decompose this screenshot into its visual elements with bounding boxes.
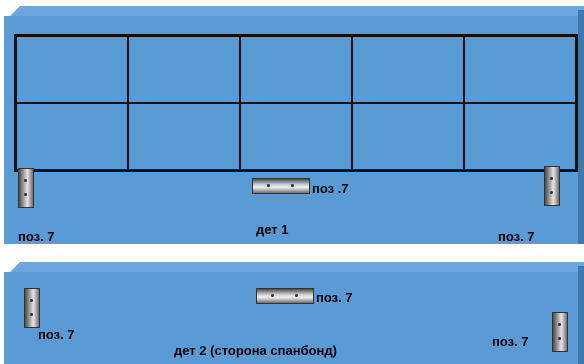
panel-1-grid: [14, 34, 578, 172]
grid-cell: [464, 36, 576, 103]
grid-cell: [352, 103, 464, 170]
bracket-right-icon: [544, 166, 560, 206]
label-bracket-center: поз .7: [312, 181, 349, 196]
grid-cell: [240, 36, 352, 103]
grid-cell: [16, 103, 128, 170]
panel-1-top-face: [10, 6, 584, 16]
bracket-center-icon: [252, 178, 310, 194]
label-right: поз. 7: [492, 334, 529, 349]
bracket-left-icon: [24, 288, 40, 328]
label-left: поз. 7: [38, 327, 75, 342]
grid-cell: [16, 36, 128, 103]
grid-cell: [128, 103, 240, 170]
bracket-center-icon: [256, 288, 314, 304]
grid-cell: [352, 36, 464, 103]
label-part-2: дет 2 (сторона спанбонд): [174, 343, 337, 358]
panel-2-side-face: [578, 266, 584, 364]
grid-cell: [240, 103, 352, 170]
grid-cell: [128, 36, 240, 103]
label-left: поз. 7: [18, 229, 55, 244]
panel-1: [4, 16, 578, 244]
label-bracket-center: поз. 7: [316, 290, 353, 305]
bracket-left-icon: [18, 168, 34, 208]
panel-1-side-face: [578, 10, 584, 244]
label-right: поз. 7: [498, 229, 535, 244]
panel-2-top-face: [10, 262, 584, 272]
grid-cell: [464, 103, 576, 170]
label-part-1: дет 1: [256, 222, 289, 237]
bracket-right-icon: [552, 312, 568, 352]
panel-2: [4, 272, 578, 364]
